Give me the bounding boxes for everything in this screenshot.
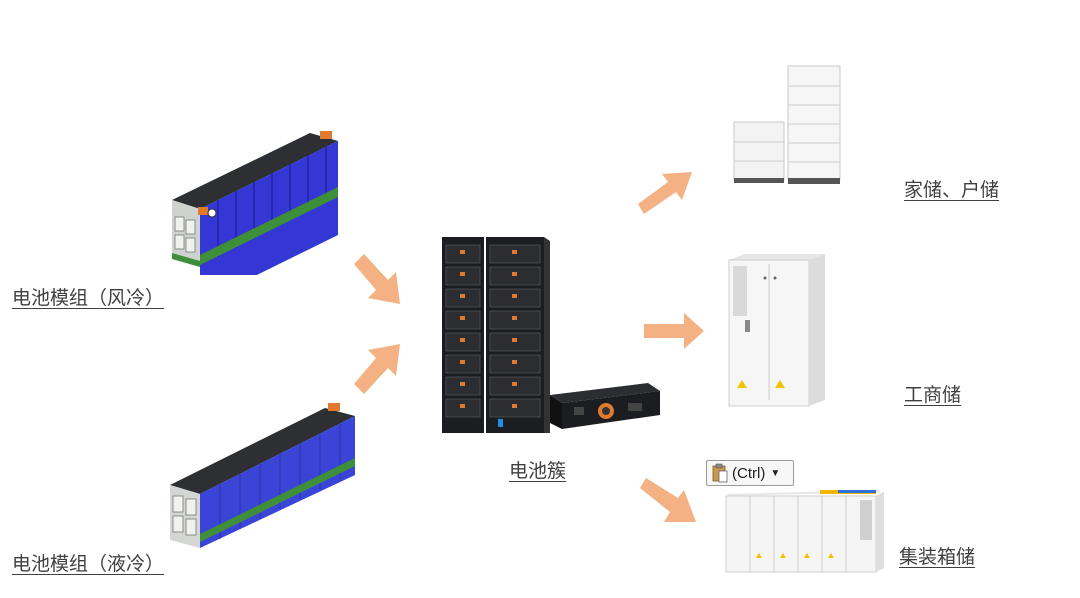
label-home-storage: 家储、户储 bbox=[904, 179, 1000, 201]
liquid-cooled-battery-module-image bbox=[170, 403, 355, 548]
container-storage-image bbox=[725, 490, 884, 573]
label-air-cooled-module: 电池模组（风冷） bbox=[12, 287, 165, 309]
commercial-storage-cabinet-image bbox=[728, 254, 825, 407]
paste-options-button[interactable]: (Ctrl) ▼ bbox=[706, 460, 794, 486]
home-storage-cabinets-image bbox=[733, 65, 841, 184]
label-commercial-storage: 工商储 bbox=[904, 384, 962, 406]
label-battery-cluster: 电池簇 bbox=[509, 460, 567, 482]
battery-cluster-rack-image bbox=[442, 237, 660, 433]
arrow-cluster-to-commercial-icon bbox=[644, 313, 704, 349]
air-cooled-battery-module-image bbox=[172, 131, 338, 275]
arrow-cluster-to-container-icon bbox=[640, 478, 696, 522]
arrow-liquid-module-to-cluster-icon bbox=[354, 344, 400, 394]
paste-options-label: (Ctrl) bbox=[732, 464, 766, 482]
arrow-air-module-to-cluster-icon bbox=[354, 254, 400, 304]
label-container-storage: 集装箱储 bbox=[899, 546, 976, 568]
clipboard-icon bbox=[712, 463, 728, 483]
label-liquid-cooled-module: 电池模组（液冷） bbox=[12, 553, 165, 575]
arrow-cluster-to-home-icon bbox=[638, 172, 692, 214]
chevron-down-icon: ▼ bbox=[770, 467, 781, 479]
